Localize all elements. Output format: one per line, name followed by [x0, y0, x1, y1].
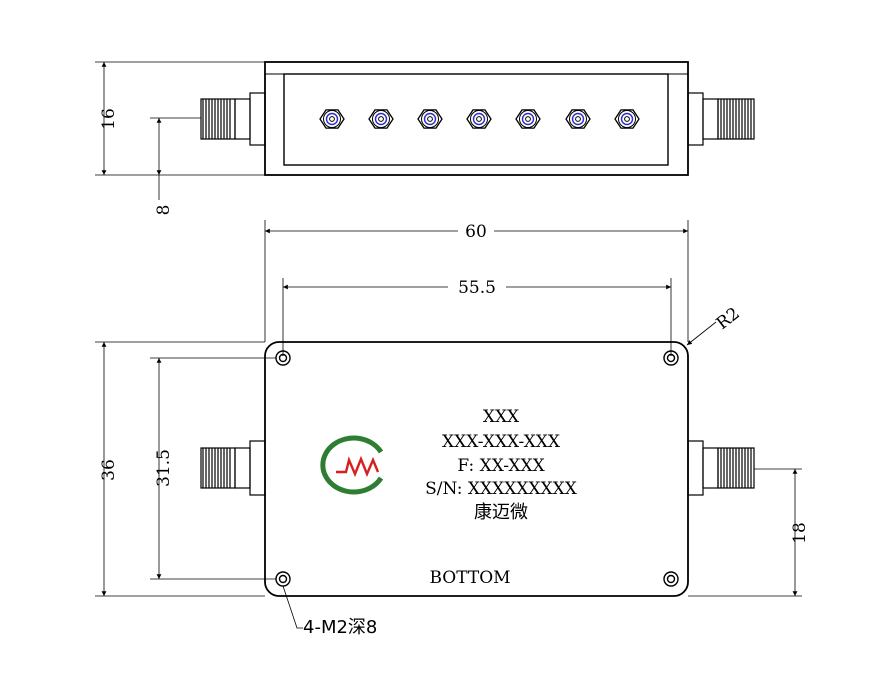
tuning-screw [515, 109, 541, 129]
label-line-1: XXX [483, 407, 520, 427]
tuning-screw [319, 109, 345, 129]
tuning-screw [417, 109, 443, 129]
top-left-connector [200, 92, 266, 146]
label-line-3: F: XX-XXX [457, 456, 545, 476]
label-line-4: S/N: XXXXXXXXX [425, 479, 578, 499]
mounting-hole [275, 571, 291, 587]
bottom-left-connector [200, 440, 266, 496]
tuning-screw [368, 109, 394, 129]
nameplate: XXX XXX-XXX-XXX F: XX-XXX S/N: XXXXXXXXX… [425, 407, 578, 523]
bottom-right-connector [687, 440, 755, 496]
cmw-logo [320, 435, 384, 495]
bottom-label: BOTTOM [429, 568, 510, 588]
bottom-view [95, 341, 802, 629]
mounting-hole [663, 571, 679, 587]
dim-height-outer: 36 [99, 459, 119, 481]
dim-height-holes: 31.5 [154, 449, 174, 487]
dim-connector-offset: 18 [790, 522, 810, 544]
dim-width-outer: 60 [465, 222, 487, 242]
top-cavity [283, 73, 669, 166]
dim-top-offset: 8 [154, 205, 174, 216]
tuning-screw [614, 109, 640, 129]
mounting-hole [663, 350, 679, 366]
radius-leader [686, 321, 717, 346]
dim-top-height: 16 [99, 108, 119, 130]
hole-note: 4-M2深8 [303, 617, 377, 638]
top-right-connector [687, 92, 755, 146]
tuning-screws [319, 109, 640, 129]
label-line-5: 康迈微 [474, 502, 528, 523]
dim-corner-radius: R2 [713, 304, 744, 334]
label-line-2: XXX-XXX-XXX [442, 432, 561, 452]
tuning-screw [466, 109, 492, 129]
tuning-screw [565, 109, 591, 129]
top-view [95, 61, 755, 200]
dim-width-holes: 55.5 [458, 278, 496, 298]
